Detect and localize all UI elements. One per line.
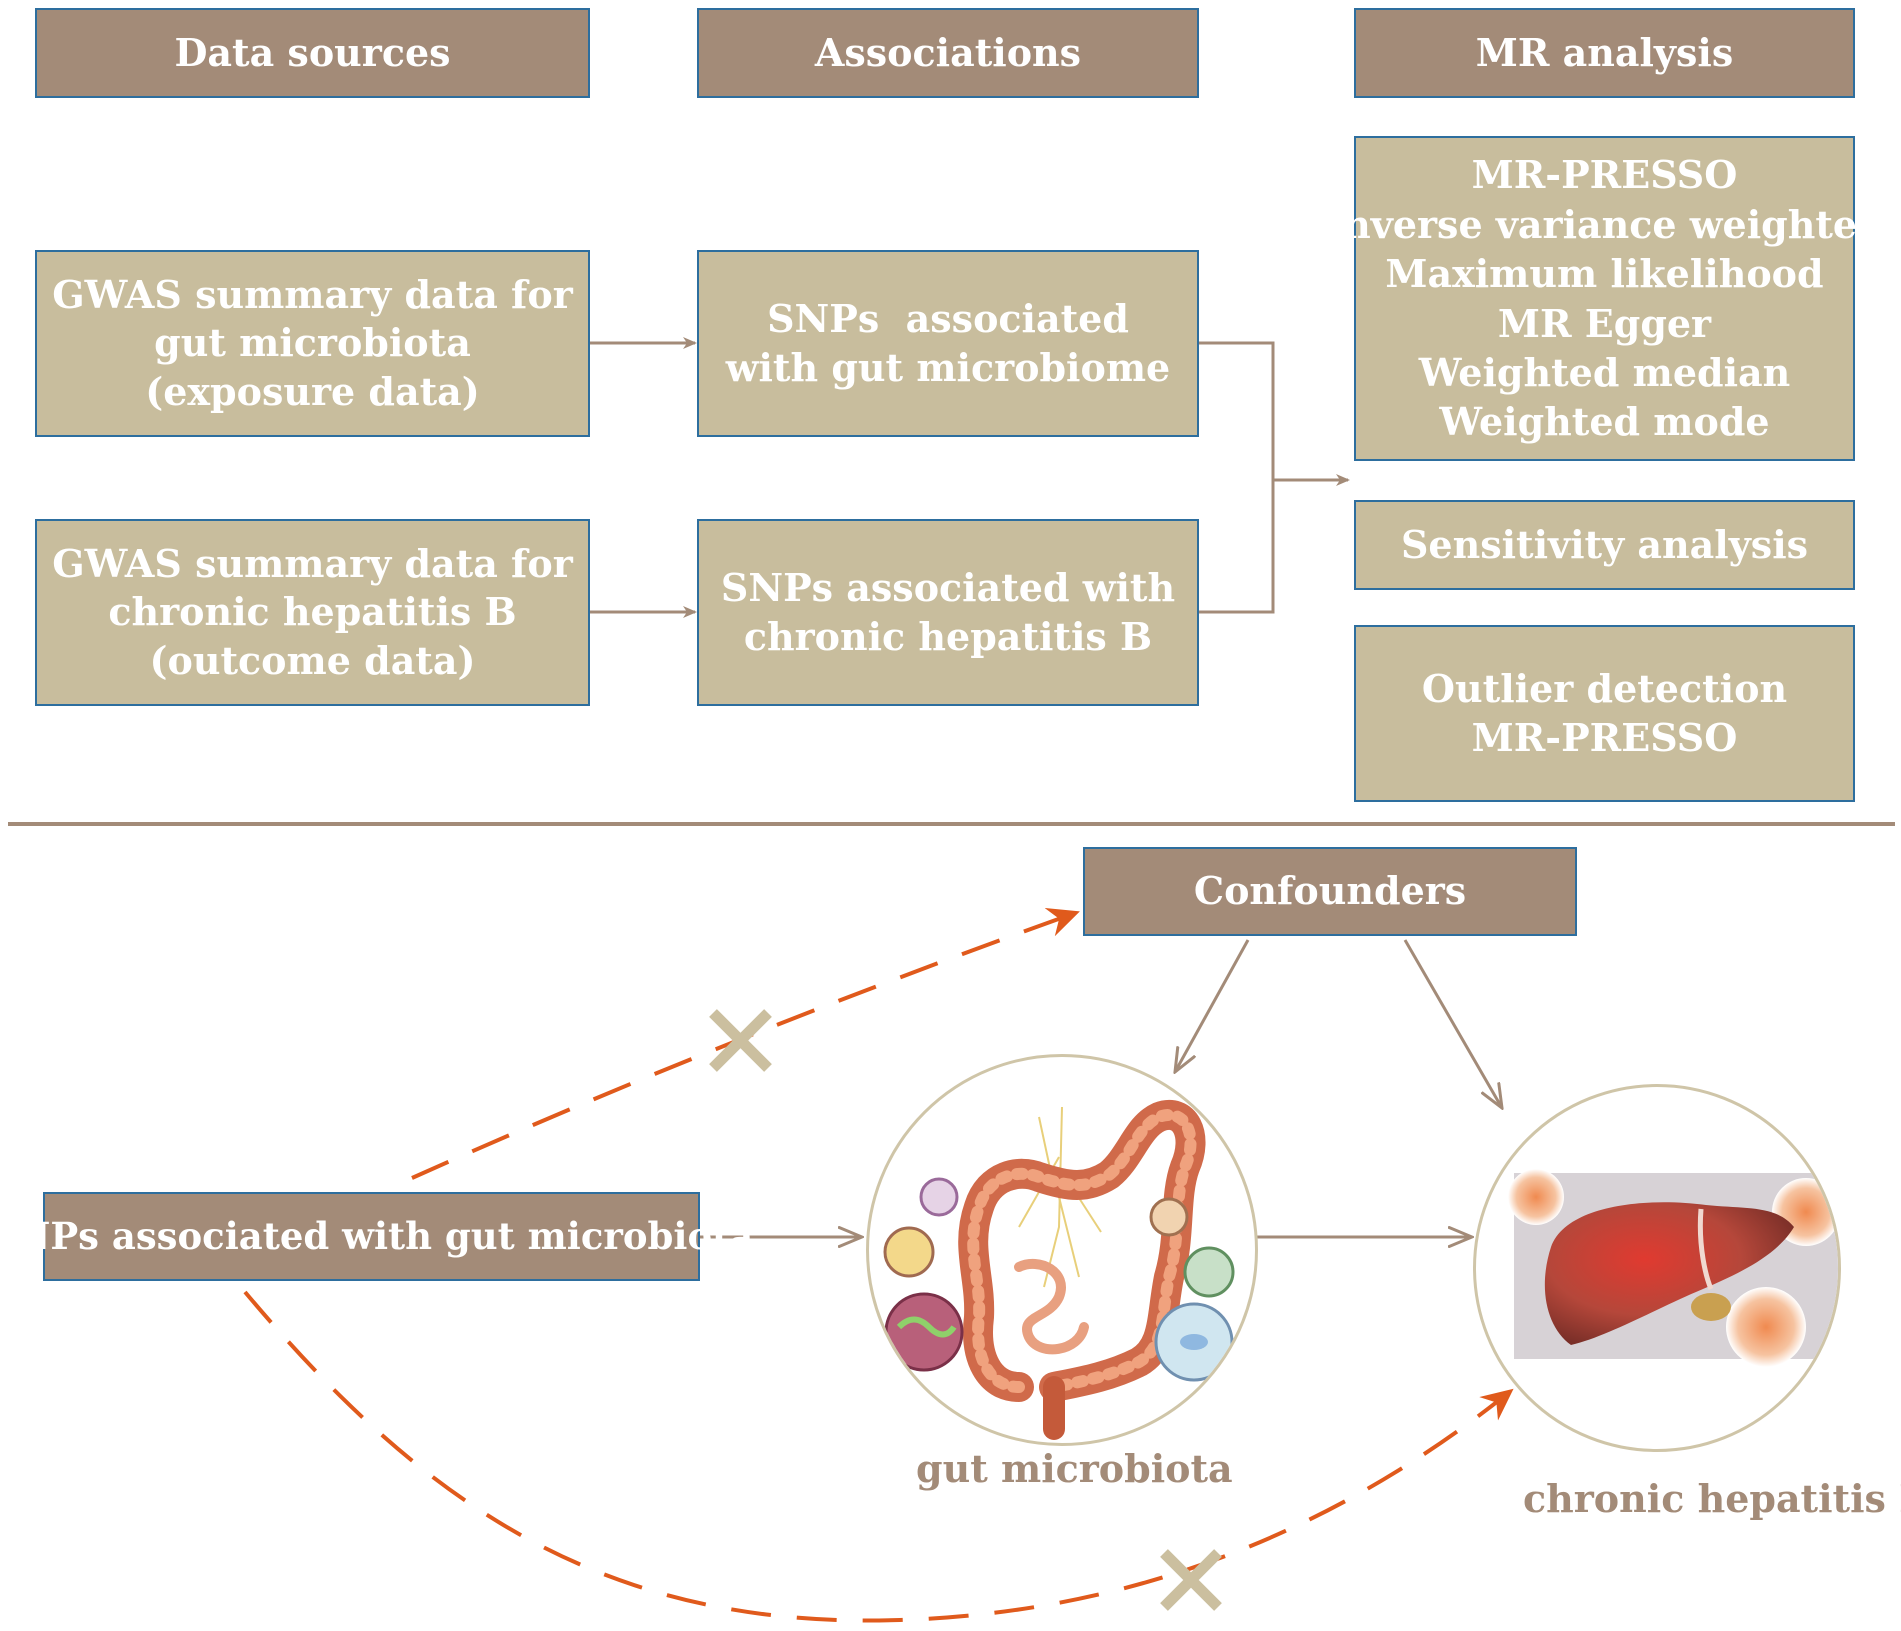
snps-gut-line: SNPs associated [767, 295, 1129, 341]
confounders-label: Confounders [1193, 868, 1467, 914]
snps-gut-microbiota-box: SNPs associated with gut microbiota [0, 1192, 753, 1281]
mr-methods-box: MR-PRESSO Inverse variance weighted Maxi… [1325, 136, 1884, 461]
intestine-icon [883, 1100, 1235, 1440]
mr-method-item: Maximum likelihood [1385, 251, 1824, 297]
gut-microbiota-circle [866, 1054, 1258, 1446]
gwas-chb-line: GWAS summary data for [52, 540, 573, 586]
liver-icon [1508, 1169, 1838, 1367]
header-data-sources-label: Data sources [174, 29, 451, 75]
snps-chb-box: SNPs associated with chronic hepatitis B [697, 519, 1199, 706]
header-mr-analysis-label: MR analysis [1475, 29, 1734, 75]
sensitivity-box: Sensitivity analysis [1354, 500, 1855, 590]
mr-method-item: MR Egger [1497, 300, 1712, 346]
gwas-chb-line: chronic hepatitis B [108, 589, 517, 635]
gwas-gut-line: GWAS summary data for [52, 271, 573, 317]
gwas-chb-box: GWAS summary data for chronic hepatitis … [35, 519, 590, 706]
header-associations-label: Associations [814, 29, 1082, 75]
arrow-confounders-to-gut [1175, 939, 1250, 1072]
chronic-hepatitis-b-circle [1473, 1084, 1841, 1452]
snps-gut-line: with gut microbiome [725, 344, 1171, 390]
confounders-box: Confounders [1083, 847, 1577, 936]
header-mr-analysis: MR analysis [1354, 8, 1855, 98]
bracket-connector [1199, 341, 1275, 614]
chronic-hepatitis-b-label: chronic hepatitis B [1523, 1476, 1901, 1521]
snps-gut-box: SNPs associated with gut microbiome [697, 250, 1199, 437]
mr-method-item: Weighted median [1418, 349, 1791, 395]
header-data-sources: Data sources [35, 8, 590, 98]
dashed-path-snps-to-chb [243, 1290, 1514, 1623]
snps-chb-line: chronic hepatitis B [743, 613, 1153, 659]
mr-method-item: Inverse variance weighted [1325, 201, 1884, 247]
gut-microbiota-label: gut microbiota [916, 1446, 1233, 1491]
cross-icon [1160, 1549, 1222, 1611]
header-associations: Associations [697, 8, 1199, 98]
gwas-chb-line: (outcome data) [149, 637, 476, 683]
sensitivity-label: Sensitivity analysis [1400, 521, 1809, 567]
arrow-confounders-to-chb [1403, 939, 1502, 1108]
gwas-gut-line: gut microbiota [154, 320, 471, 366]
cross-icon [709, 1009, 772, 1072]
mr-method-item: MR-PRESSO [1471, 152, 1738, 198]
outlier-line: Outlier detection [1421, 665, 1788, 711]
gwas-gut-box: GWAS summary data for gut microbiota (ex… [35, 250, 590, 437]
outlier-box: Outlier detection MR-PRESSO [1354, 625, 1855, 802]
outlier-line: MR-PRESSO [1471, 714, 1738, 760]
mr-method-item: Weighted mode [1439, 399, 1770, 445]
snps-chb-line: SNPs associated with [720, 564, 1176, 610]
gwas-gut-line: (exposure data) [145, 368, 480, 414]
snps-gut-microbiota-label: SNPs associated with gut microbiota [0, 1213, 754, 1258]
